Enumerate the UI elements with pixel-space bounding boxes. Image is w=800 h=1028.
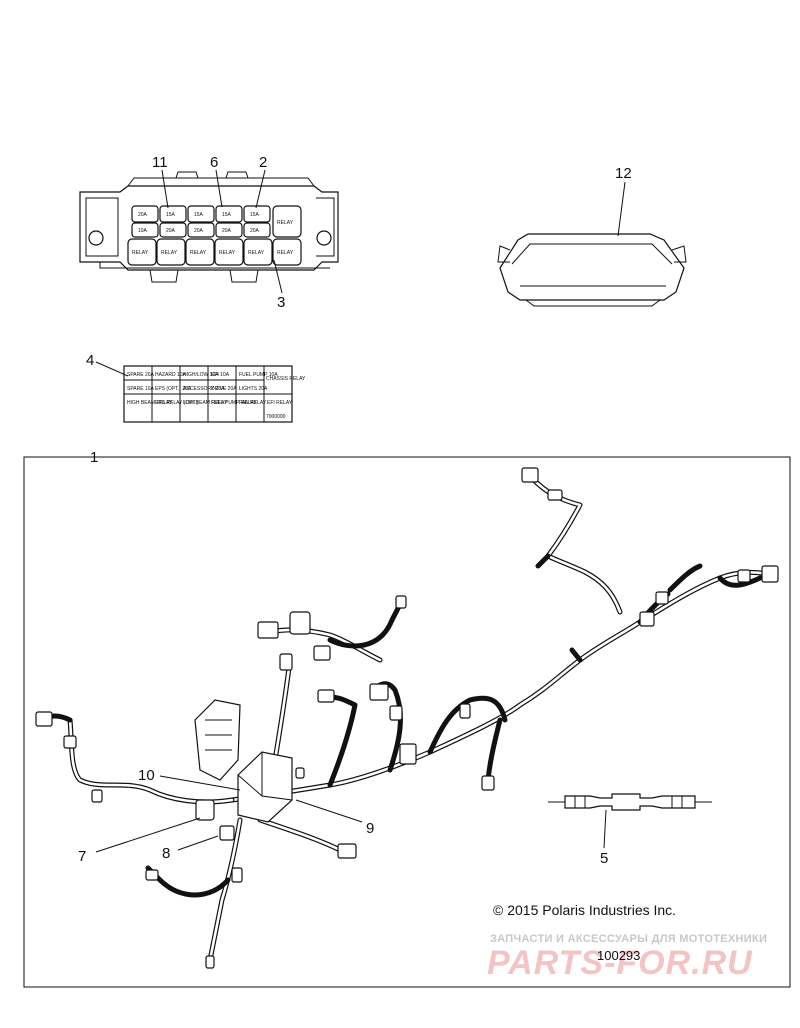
callout-leaders [95,169,626,853]
fuse-box: 20A 15A 15A 15A 15A 10A 20A 20A 20A 20A … [79,171,339,283]
watermark-logo: PARTS-FOR.RU [487,944,753,982]
fuse-label-cell: LIGHTS 20A [239,386,268,392]
harness-frame [23,456,791,988]
relay-label: RELAY [248,250,265,256]
callout-7: 7 [78,848,86,865]
relay-label: RELAY [161,250,178,256]
callout-3: 3 [277,294,285,311]
fuse-rating: 20A [166,228,176,234]
callout-4: 4 [86,352,94,369]
fuse-label-cell: ACCESSORY 20A [183,386,225,392]
callout-12: 12 [615,165,632,182]
callout-5: 5 [600,850,608,867]
fuse-label-cell: FUEL PUMP RELAY [211,400,257,406]
fuse-box-cover [497,233,687,307]
fuse-rating: 15A [250,212,260,218]
relay-label: RELAY [190,250,207,256]
callout-1: 1 [90,449,98,466]
fuse-label-cell: EFI RELAY [267,400,293,406]
callout-9: 9 [366,820,374,837]
fuse-label-cell: HIGH/LOW 10A [183,372,219,378]
watermark-tagline: ЗАПЧАСТИ И АКСЕССУАРЫ ДЛЯ МОТОТЕХНИКИ [490,933,768,945]
fuse-label-cell: FUEL PUMP 10A [239,372,278,378]
fuse-label-cell: FAN RELAY [239,400,267,406]
callout-2: 2 [259,154,267,171]
fuse-label-cell: SPARE 10A [127,386,155,392]
fuse-label-cell: HIGH BEAM RELAY [127,400,173,406]
figure-number: 100293 [597,948,641,963]
callout-numbers: 1 2 3 4 5 6 7 8 9 10 11 12 [78,154,632,867]
fuse-grid: 20A 15A 15A 15A 15A 10A 20A 20A 20A 20A … [127,205,302,266]
fuse-label-cell: DRIVE 20A [211,386,237,392]
callout-10: 10 [138,767,155,784]
fuse-label-decal: SPARE 20A HAZARD 10A HIGH/LOW 10A EFI 10… [123,365,306,423]
fuse-label-cell: SPARE 20A [127,372,155,378]
fuse-label-cell: LOW BEAM RELAY [183,400,228,406]
fuse-rating: 20A [250,228,260,234]
fuse-rating: 15A [222,212,232,218]
fuse-label-cell: EPS (OPT.) 20A [155,386,192,392]
callout-8: 8 [162,845,170,862]
fuse-label-cell: EPS RELAY (OPT.) [155,400,198,406]
fuse-rating: 20A [138,212,148,218]
fuse-rating: 15A [166,212,176,218]
callout-6: 6 [210,154,218,171]
wiring-harness [42,475,775,963]
relay-label: RELAY [277,250,294,256]
fuse-rating: 20A [222,228,232,234]
fuse-rating: 20A [194,228,204,234]
relay-label: RELAY [277,220,294,226]
fuse-rating: 15A [194,212,204,218]
fuse-label-cell: HAZARD 10A [155,372,187,378]
callout-11: 11 [152,154,168,171]
copyright-notice: © 2015 Polaris Industries Inc. [493,902,677,918]
relay-label: RELAY [219,250,236,256]
fuse-label-cell: EFI 10A [211,372,230,378]
inline-fuse-holder [548,793,712,811]
harness-fuse-housing [194,699,293,823]
fuse-label-cell: CHASSIS RELAY [266,376,306,382]
fuse-rating: 10A [138,228,148,234]
fuse-label-part-number: 7000000 [266,414,286,420]
relay-label: RELAY [132,250,149,256]
harness-connectors [35,467,779,969]
